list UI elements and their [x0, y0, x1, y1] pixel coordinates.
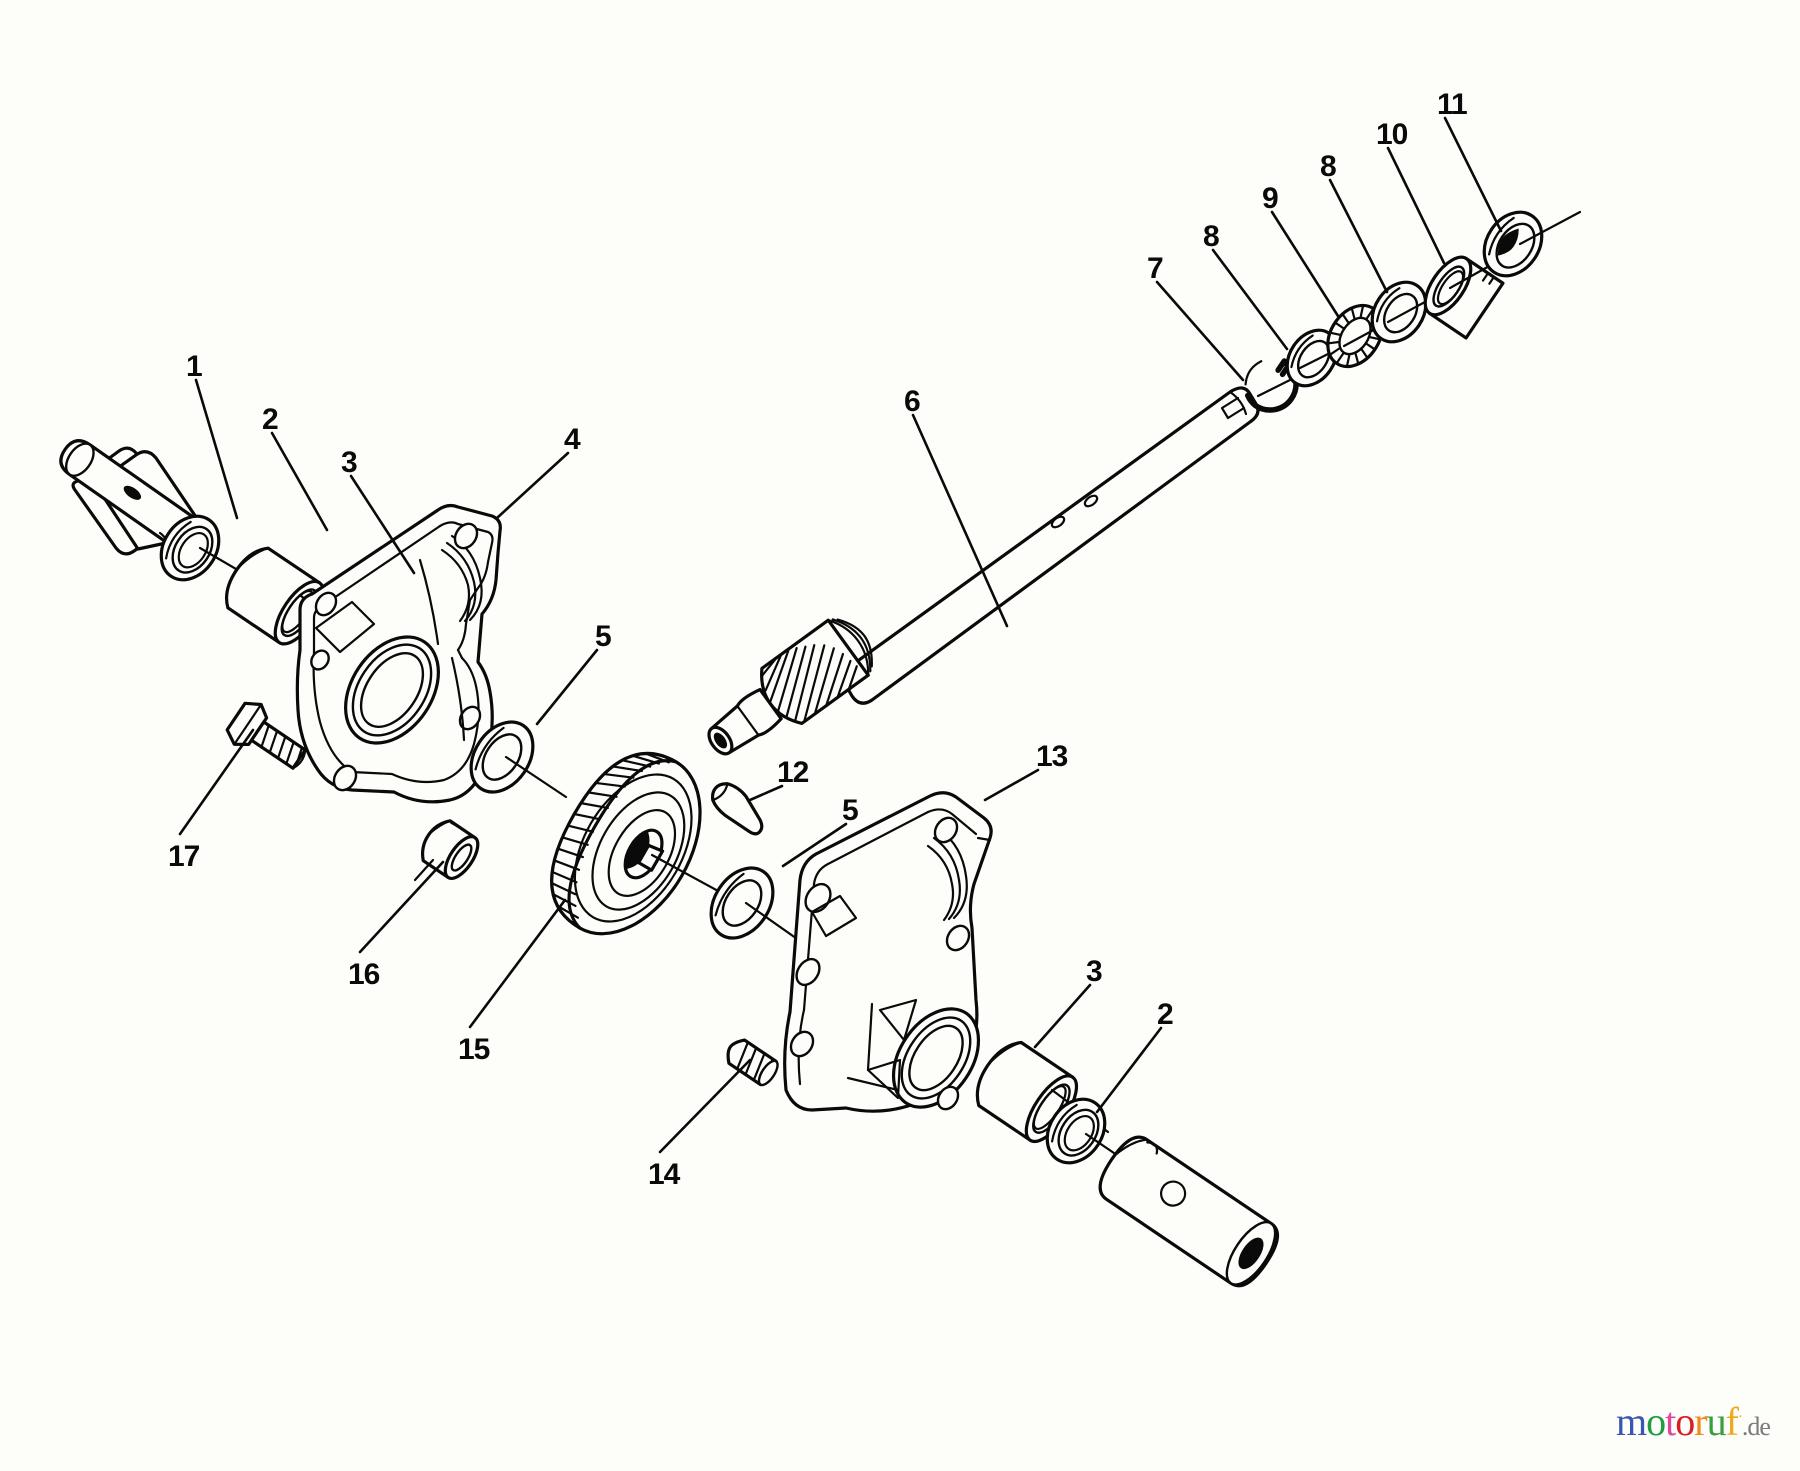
- callout-set-screw: 14: [648, 1158, 680, 1191]
- watermark-letter: u: [1706, 1399, 1727, 1444]
- part-17-hex-bolt: [225, 701, 307, 770]
- watermark-dot: ·: [1737, 1408, 1743, 1425]
- callout-drive-shaft: 6: [904, 385, 921, 418]
- part-1-axle-shaft-right: [1098, 1135, 1279, 1288]
- part-8-washer-b: [1370, 280, 1428, 344]
- callout-worm-gear: 15: [458, 1033, 490, 1066]
- callout-axle-shaft-left: 1: [186, 350, 203, 383]
- watermark-letter: o: [1675, 1399, 1695, 1444]
- watermark-letter: t: [1665, 1399, 1676, 1444]
- callout-bushing-right-lower: 3: [1086, 955, 1103, 988]
- watermark-letter: m: [1616, 1399, 1647, 1444]
- part-2-seal-left: [159, 514, 221, 582]
- watermark-tld: .de: [1741, 1412, 1771, 1441]
- callout-thrust-bearing: 9: [1262, 182, 1279, 215]
- callout-washer-lower: 5: [842, 794, 859, 827]
- callout-woodruff-key: 12: [777, 756, 809, 789]
- part-9-thrust-bearing: [1326, 303, 1384, 369]
- callout-housing-right-half: 13: [1036, 740, 1068, 773]
- callout-bushing-right-upper: 10: [1376, 118, 1408, 151]
- part-2-seal-right-lower: [1045, 1097, 1107, 1165]
- part-5-washer-lower: [709, 866, 775, 940]
- callout-housing-left-half: 4: [564, 423, 581, 456]
- callout-seal-right-upper: 11: [1437, 88, 1468, 121]
- part-5-washer-upper: [469, 720, 535, 794]
- watermark-letter: o: [1646, 1399, 1666, 1444]
- watermark-letter: r: [1694, 1399, 1707, 1444]
- part-10-bushing-right-upper: [1423, 255, 1505, 340]
- callout-seal-right-lower: 2: [1157, 998, 1174, 1031]
- callout-washer-b: 8: [1320, 150, 1337, 183]
- callout-retaining-ring: 7: [1147, 252, 1164, 285]
- part-12-woodruff-key: [710, 782, 764, 836]
- callout-bushing-left: 3: [341, 446, 358, 479]
- callout-hex-bolt: 17: [168, 840, 200, 873]
- callout-seal-left: 2: [262, 403, 279, 436]
- watermark-letter: f: [1725, 1399, 1739, 1444]
- part-4-housing-left-half: [295, 503, 502, 804]
- part-6-drive-shaft: [707, 386, 1260, 756]
- callout-spacer-bushing: 16: [348, 958, 380, 991]
- callout-washer-a: 8: [1203, 220, 1220, 253]
- part-13-housing-right-half: [783, 791, 993, 1113]
- part-14-set-screw: [726, 1038, 779, 1087]
- motoruf-watermark: motoruf·.de: [1616, 1398, 1771, 1445]
- callout-washer-upper: 5: [595, 620, 612, 653]
- part-16-spacer-bushing: [420, 819, 480, 880]
- leader-lines: [178, 116, 1503, 1154]
